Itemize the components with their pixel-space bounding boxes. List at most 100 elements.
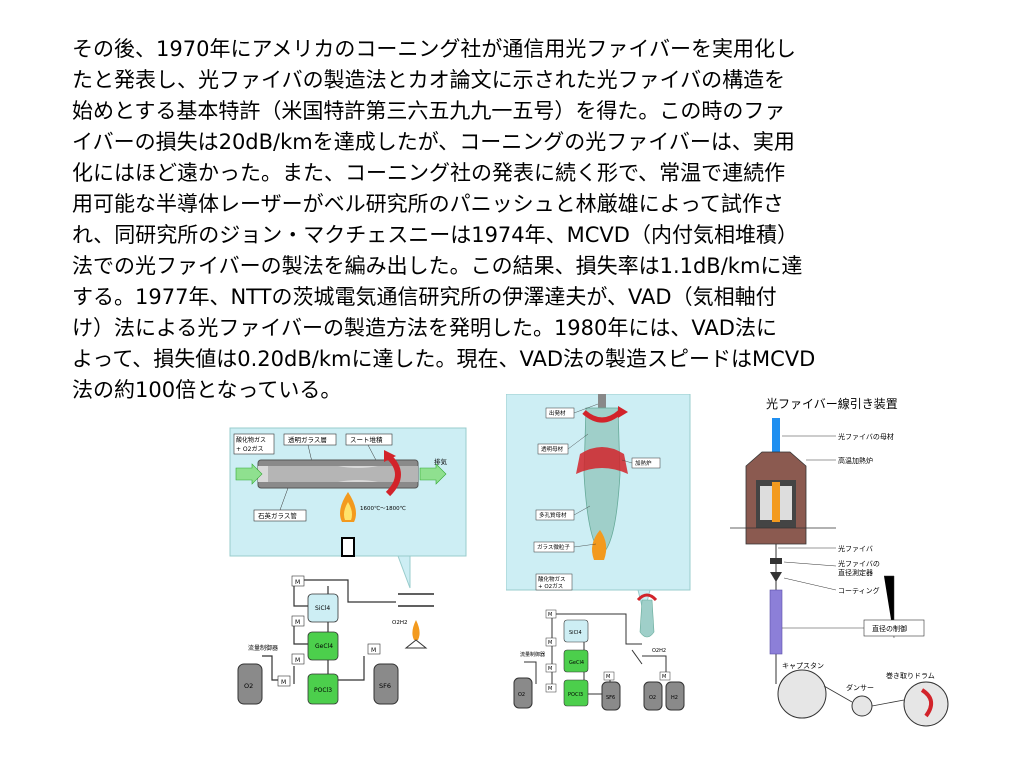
text-line: 法の約100倍となっている。 xyxy=(72,378,342,402)
measure-label-2: 直径測定器 xyxy=(838,568,873,577)
small-flame-icon xyxy=(412,620,420,640)
valve-m: M xyxy=(662,674,666,680)
valve-m: M xyxy=(548,640,552,646)
text-line: 法での光ファイバーの製法を編み出した。この結果、損失率は1.1dB/kmに達 xyxy=(72,254,803,278)
bottle-h2-label: H2 xyxy=(671,695,678,701)
valve-m: M xyxy=(295,579,300,586)
gas-in-label-2: + O2ガス xyxy=(236,445,263,453)
bottle-o2b-label: O2 xyxy=(649,695,656,701)
glass-layer-label: 透明ガラス層 xyxy=(288,435,327,444)
valve-m: M xyxy=(295,657,300,664)
bottle-sf6 xyxy=(601,681,621,711)
rotation-arrow xyxy=(582,410,622,423)
heater-label: 加熱炉 xyxy=(635,459,652,467)
vad-flow-label: 流量制御器 xyxy=(520,651,545,658)
bottle-o2-label: O2 xyxy=(244,682,253,690)
valve-m: M xyxy=(371,647,376,654)
control-label: 直径の制御 xyxy=(872,624,907,633)
bubbler-pocl3 xyxy=(307,673,339,705)
drawing-apparatus-figure: 光ファイバー線引き装置 光ファイバの母材 高温加熱炉 光ファイバ 光ファイバの … xyxy=(730,396,949,727)
bubbler-gecl4 xyxy=(307,631,339,661)
particles-label: ガラス微粒子 xyxy=(537,543,570,551)
text-line: 用可能な半導体レーザーがベル研究所のパニッシュと林厳雄によって試作さ xyxy=(72,192,784,216)
bottle-o2 xyxy=(237,663,263,705)
preform-label: 光ファイバの母材 xyxy=(838,432,894,441)
coating-label: コーティング xyxy=(838,586,880,595)
bubbler-sicl4-label: SiCl4 xyxy=(569,630,582,636)
bottle-h2 xyxy=(665,681,685,711)
vad-figure: 出発材 透明母材 加熱炉 多孔質母材 ガラス微粒子 酸化物ガス + O2ガス M… xyxy=(506,394,691,711)
bottle-o2-label: O2 xyxy=(518,692,525,698)
temp-label: 1600℃〜1800℃ xyxy=(360,505,406,512)
hot-zone xyxy=(772,482,780,522)
dancer xyxy=(851,695,873,717)
dancer-label: ダンサー xyxy=(846,683,874,692)
soot-box xyxy=(345,433,393,446)
text-line: よって、損失値は0.20dB/kmに達した。現在、VAD法の製造スピードはMCV… xyxy=(72,347,816,371)
bottle-o2b xyxy=(643,681,663,711)
valve-m: M xyxy=(606,674,610,680)
glass-layer-box xyxy=(283,433,337,446)
heater xyxy=(576,447,628,474)
seed-rod xyxy=(598,394,606,412)
text-line: する。1977年、NTTの茨城電気通信研究所の伊澤達夫が、VAD（気相軸付 xyxy=(72,285,777,309)
coating-cup xyxy=(770,572,782,582)
text-line: 始めとする基本特許（米国特許第三六五九九一五号）を得た。この時のファ xyxy=(72,99,786,123)
valve-m: M xyxy=(548,666,552,672)
vad-gas-label-2: + O2ガス xyxy=(538,582,563,590)
bubbler-gecl4 xyxy=(563,649,589,673)
bubbler-gecl4-label: GeCl4 xyxy=(569,660,584,666)
text-line: イバーの損失は20dB/kmを達成したが、コーニングの光ファイバーは、実用 xyxy=(72,130,795,154)
coating-tube xyxy=(769,589,783,655)
gas-in-label-1: 酸化物ガス xyxy=(236,436,266,444)
exhaust-label: 排気 xyxy=(434,457,448,466)
bottle-sf6-label: SF6 xyxy=(379,682,391,690)
vad-gas-label-1: 酸化物ガス xyxy=(538,575,566,583)
capstan xyxy=(777,669,827,719)
valve-m: M xyxy=(548,612,552,618)
bubbler-sicl4 xyxy=(563,619,589,643)
burner xyxy=(341,537,355,557)
bubbler-pocl3 xyxy=(563,679,589,707)
text-line: れ、同研究所のジョン・マクチェスニーは1974年、MCVD（内付気相堆積） xyxy=(72,223,798,247)
mcvd-callout-tail xyxy=(397,555,411,589)
bubbler-pocl3-label: POCl3 xyxy=(314,687,332,694)
soot-label: スート堆積 xyxy=(350,435,383,444)
gas-in-box xyxy=(233,433,275,455)
rotation-arrow xyxy=(385,453,401,497)
mcvd-figure: 酸化物ガス + O2ガス 透明ガラス層 スート堆積 排気 1600℃〜1800℃… xyxy=(229,427,467,705)
text-line: たと発表し、光ファイバの製造法とカオ論文に示された光ファイバの構造を xyxy=(72,68,786,92)
exhaust-arrow xyxy=(419,463,447,485)
seed-label: 出発材 xyxy=(549,409,566,417)
flame-icon xyxy=(592,530,607,560)
fiber-label: 光ファイバ xyxy=(838,544,873,553)
valve-group: M M M M M xyxy=(277,575,381,687)
bubbler-gecl4-label: GeCl4 xyxy=(315,643,333,650)
tube-label: 石英ガラス管 xyxy=(258,511,297,520)
bottle-sf6 xyxy=(373,663,399,705)
bubbler-sicl4-label: SiCl4 xyxy=(315,605,330,612)
porous-label: 多孔質母材 xyxy=(539,511,567,519)
text-line: 化にはほど遠かった。また、コーニング社の発表に続く形で、常温で連続作 xyxy=(72,161,786,185)
small-preform-icon xyxy=(639,599,655,638)
furnace-label: 高温加熱炉 xyxy=(838,456,873,465)
bubbler-sicl4 xyxy=(307,593,339,623)
gas-in-arrow xyxy=(235,463,263,485)
valve-m: M xyxy=(295,619,300,626)
drawing-title: 光ファイバー線引き装置 xyxy=(766,396,898,411)
vad-o2h2-label: O2H2 xyxy=(652,648,666,654)
drum-label: 巻き取りドラム xyxy=(886,671,935,680)
valve-m: M xyxy=(281,679,286,686)
text-line: け）法による光ファイバーの製造方法を発明した。1980年には、VAD法に xyxy=(72,316,777,340)
valve-m: M xyxy=(548,686,552,692)
bubbler-pocl3-label: POCl3 xyxy=(568,692,583,698)
measure-label-1: 光ファイバの xyxy=(838,559,880,568)
take-up-drum xyxy=(903,681,949,727)
bottle-o2 xyxy=(513,677,533,709)
slide-body-text: その後、1970年にアメリカのコーニング社が通信用光ファイバーを実用化し たと発… xyxy=(72,34,972,406)
preform-label: 透明母材 xyxy=(541,445,564,453)
o2h2-label: O2H2 xyxy=(392,620,407,626)
text-line: その後、1970年にアメリカのコーニング社が通信用光ファイバーを実用化し xyxy=(72,37,796,61)
diameter-gauge xyxy=(770,558,782,564)
bottle-sf6-label: SF6 xyxy=(606,695,615,701)
